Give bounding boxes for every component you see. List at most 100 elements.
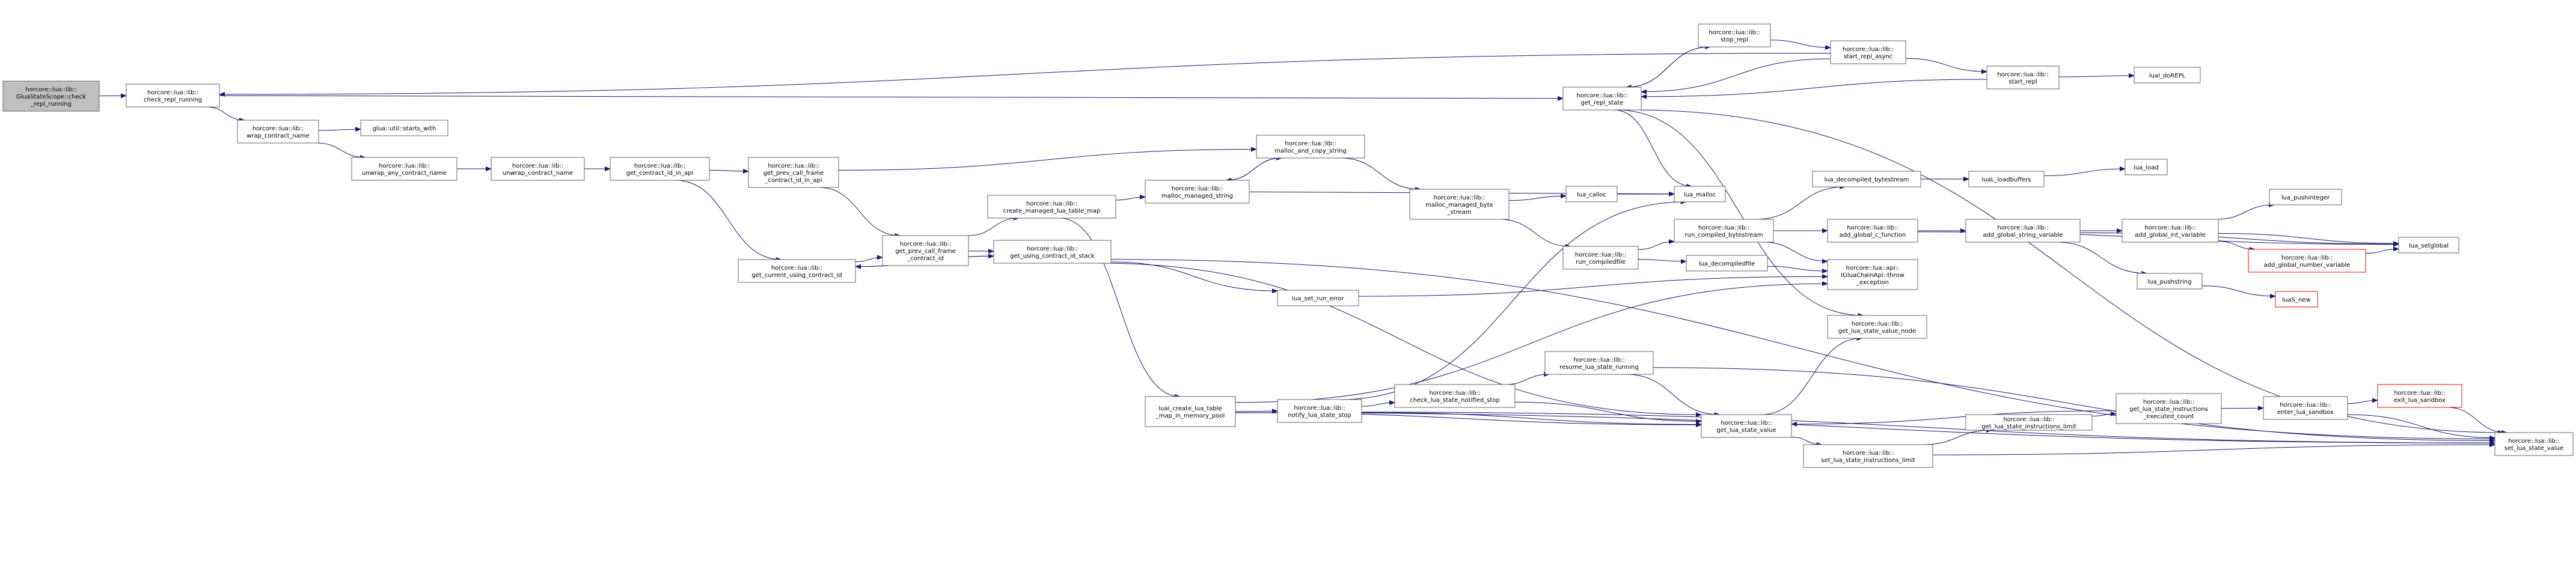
node-label: lual_create_lua_table bbox=[1158, 406, 1222, 412]
node-get_lua_state_instructions_executed_count[interactable]: horcore::lua::lib::get_lua_state_instruc… bbox=[2116, 393, 2222, 424]
node-label: horcore::lua::lib:: bbox=[2003, 416, 2054, 423]
node-unwrap_contract_name[interactable]: horcore::lua::lib::unwrap_contract_name bbox=[491, 157, 585, 181]
edge-get_lua_state_value-to-set_lua_state_instructions_limit bbox=[1791, 437, 1823, 447]
edge-get_lua_state_value-to-get_lua_state_value_node bbox=[1761, 336, 1863, 415]
node-lua_malloc[interactable]: lua_malloc bbox=[1674, 186, 1726, 202]
node-run_compiled_bytestream[interactable]: horcore::lua::lib::run_compiled_bytestre… bbox=[1674, 219, 1774, 243]
node-luaL_loadbuffers[interactable]: luaL_loadbuffers bbox=[1968, 171, 2045, 187]
node-check_repl_running[interactable]: horcore::lua::lib::check_repl_running bbox=[126, 84, 220, 108]
node-get_contract_id_in_api[interactable]: horcore::lua::lib::get_contract_id_in_ap… bbox=[610, 157, 710, 181]
node-get_lua_state_instructions_limit[interactable]: horcore::lua::lib::get_lua_state_instruc… bbox=[1965, 414, 2093, 431]
node-stop_repl[interactable]: horcore::lua::lib::stop_repl bbox=[1698, 23, 1771, 47]
node-add_global_int_variable[interactable]: horcore::lua::lib::add_global_int_variab… bbox=[2122, 219, 2219, 243]
node-box bbox=[1701, 414, 1792, 438]
node-lua_load[interactable]: lua_load bbox=[2125, 159, 2168, 175]
node-box bbox=[610, 157, 710, 181]
node-lual_create_lua_table_map_in_memory_pool[interactable]: lual_create_lua_table_map_in_memory_pool bbox=[1145, 396, 1236, 427]
node-root[interactable]: horcore::lua::lib::GluaStateScope::check… bbox=[2, 81, 100, 112]
node-label: start_repl bbox=[2008, 79, 2037, 85]
node-label: get_repl_state bbox=[1581, 100, 1624, 106]
node-label: horcore::lua::lib:: bbox=[634, 163, 685, 169]
node-iglua_throw_exception[interactable]: horcore::lua::api::IGluaChainApi::throw_… bbox=[1827, 259, 1918, 290]
node-label: lua_set_run_error bbox=[1292, 296, 1344, 302]
node-box bbox=[237, 120, 319, 144]
node-box bbox=[1256, 135, 1365, 159]
node-label: set_lua_state_instructions_limit bbox=[1821, 457, 1915, 464]
node-get_using_contract_id_stack[interactable]: horcore::lua::lib::get_using_contract_id… bbox=[993, 240, 1112, 264]
node-set_lua_state_instructions_limit[interactable]: horcore::lua::lib::set_lua_state_instruc… bbox=[1803, 444, 1933, 468]
node-create_managed_lua_table_map[interactable]: horcore::lua::lib::create_managed_lua_ta… bbox=[987, 195, 1116, 219]
node-start_repl_async[interactable]: horcore::lua::lib::start_repl_async bbox=[1830, 40, 1906, 64]
node-box bbox=[1965, 414, 2093, 431]
node-lua_set_run_error[interactable]: lua_set_run_error bbox=[1277, 290, 1359, 306]
node-label: add_global_number_variable bbox=[2264, 262, 2351, 269]
edge-start_repl-to-get_repl_state bbox=[1641, 79, 1987, 99]
node-unwrap_any_contract_name[interactable]: horcore::lua::lib::unwrap_any_contract_n… bbox=[351, 157, 457, 181]
edge-resume_lua_state_running-to-get_lua_state_value bbox=[1626, 374, 1721, 417]
node-label: horcore::lua::lib:: bbox=[900, 241, 951, 248]
edge-get_current_using_contract_id-to-get_prev_call_frame_contract_id bbox=[855, 255, 883, 262]
node-label: horcore::lua::lib:: bbox=[1997, 225, 2048, 231]
node-lua_pushstring[interactable]: lua_pushstring bbox=[2137, 273, 2203, 290]
edge-add_global_number_variable-to-lua_setglobal bbox=[2365, 246, 2399, 254]
node-box bbox=[1686, 255, 1768, 272]
edge-set_lua_state_instructions_limit-to-get_lua_state_instructions_limit bbox=[1923, 428, 1992, 445]
node-get_lua_state_value_node[interactable]: horcore::lua::lib::get_lua_state_value_n… bbox=[1827, 315, 1927, 339]
node-box bbox=[1803, 444, 1933, 468]
node-exit_lua_sandbox[interactable]: horcore::lua::lib::exit_lua_sandbox bbox=[2377, 384, 2462, 408]
node-label: create_managed_lua_table_map bbox=[1003, 208, 1101, 214]
edge-run_compiled_bytestream-to-lua_decompiled_bytestream bbox=[1755, 184, 1846, 220]
node-label: _exception bbox=[1856, 279, 1889, 286]
node-label: horcore::lua::lib:: bbox=[379, 163, 430, 169]
edge-get_contract_id_in_api-to-get_current_using_contract_id bbox=[675, 180, 782, 262]
node-lua_decompiled_bytestream[interactable]: lua_decompiled_bytestream bbox=[1812, 171, 1921, 187]
node-label: add_global_string_variable bbox=[1983, 232, 2063, 239]
node-enter_lua_sandbox[interactable]: horcore::lua::lib::enter_lua_sandbox bbox=[2263, 396, 2348, 420]
node-box bbox=[1812, 171, 1921, 187]
node-label: _contract_id bbox=[907, 255, 944, 262]
node-lua_pushinteger[interactable]: lua_pushinteger bbox=[2269, 189, 2342, 205]
edge-resume_lua_state_running-to-set_lua_state_value bbox=[1653, 367, 2495, 443]
node-malloc_managed_byte_stream[interactable]: horcore::lua::lib::malloc_managed_byte_s… bbox=[1409, 189, 1510, 220]
node-box bbox=[993, 240, 1112, 264]
node-label: wrap_contract_name bbox=[246, 133, 310, 139]
node-notify_lua_state_stop[interactable]: horcore::lua::lib::notify_lua_state_stop bbox=[1277, 399, 1362, 423]
node-set_lua_state_value[interactable]: horcore::lua::lib::set_lua_state_value bbox=[2494, 432, 2574, 456]
node-box bbox=[2275, 291, 2318, 308]
node-lua_setglobal[interactable]: lua_setglobal bbox=[2398, 237, 2459, 254]
node-label: add_global_c_function bbox=[1840, 232, 1906, 239]
node-wrap_contract_name[interactable]: horcore::lua::lib::wrap_contract_name bbox=[237, 120, 319, 144]
node-resume_lua_state_running[interactable]: horcore::lua::lib::resume_lua_state_runn… bbox=[1544, 351, 1654, 375]
node-label: run_compiled_bytestream bbox=[1685, 232, 1763, 239]
node-run_compiledfile[interactable]: horcore::lua::lib::run_compiledfile bbox=[1562, 246, 1639, 270]
edge-start_repl_async-to-get_repl_state bbox=[1641, 58, 1831, 94]
node-malloc_managed_string[interactable]: horcore::lua::lib::malloc_managed_string bbox=[1145, 180, 1250, 204]
edge-add_global_int_variable-to-lua_setglobal bbox=[2218, 233, 2399, 246]
node-add_global_string_variable[interactable]: horcore::lua::lib::add_global_string_var… bbox=[1965, 219, 2081, 243]
node-label: IGluaChainApi::throw bbox=[1841, 272, 1904, 279]
node-lua_calloc[interactable]: lua_calloc bbox=[1565, 186, 1618, 202]
node-label: malloc_managed_byte bbox=[1425, 202, 1493, 208]
node-add_global_c_function[interactable]: horcore::lua::lib::add_global_c_function bbox=[1827, 219, 1918, 243]
node-get_prev_call_frame_contract_id_in_api[interactable]: horcore::lua::lib::get_prev_call_frame_c… bbox=[748, 157, 839, 188]
node-luaS_new[interactable]: luaS_new bbox=[2275, 291, 2318, 308]
node-label: horcore::lua::lib:: bbox=[1709, 29, 1760, 36]
node-label: horcore::lua::lib:: bbox=[2281, 255, 2333, 261]
node-lua_decompiledfile[interactable]: lua_decompiledfile bbox=[1686, 255, 1768, 272]
edge-check_repl_running-to-wrap_contract_name bbox=[206, 106, 246, 123]
node-check_lua_state_notified_stop[interactable]: horcore::lua::lib::check_lua_state_notif… bbox=[1394, 384, 1516, 408]
node-box bbox=[2, 81, 100, 112]
node-malloc_and_copy_string[interactable]: horcore::lua::lib::malloc_and_copy_strin… bbox=[1256, 135, 1365, 159]
node-label: get_lua_state_value bbox=[1716, 427, 1776, 434]
node-get_repl_state[interactable]: horcore::lua::lib::get_repl_state bbox=[1562, 87, 1642, 111]
node-add_global_number_variable[interactable]: horcore::lua::lib::add_global_number_var… bbox=[2248, 249, 2366, 273]
node-starts_with[interactable]: glua::util::starts_with bbox=[360, 120, 448, 136]
node-box bbox=[360, 120, 448, 136]
node-get_current_using_contract_id[interactable]: horcore::lua::lib::get_current_using_con… bbox=[738, 259, 856, 283]
node-label: GluaStateScope::check bbox=[16, 94, 86, 100]
node-lual_doREPL[interactable]: lual_doREPL bbox=[2134, 67, 2201, 84]
node-get_lua_state_value[interactable]: horcore::lua::lib::get_lua_state_value bbox=[1701, 414, 1792, 438]
edge-create_managed_lua_table_map-to-lual_create_lua_table_map_in_memory_pool bbox=[1059, 217, 1181, 399]
node-start_repl[interactable]: horcore::lua::lib::start_repl bbox=[1986, 65, 2060, 90]
node-get_prev_call_frame_contract_id[interactable]: horcore::lua::lib::get_prev_call_frame_c… bbox=[882, 235, 969, 266]
